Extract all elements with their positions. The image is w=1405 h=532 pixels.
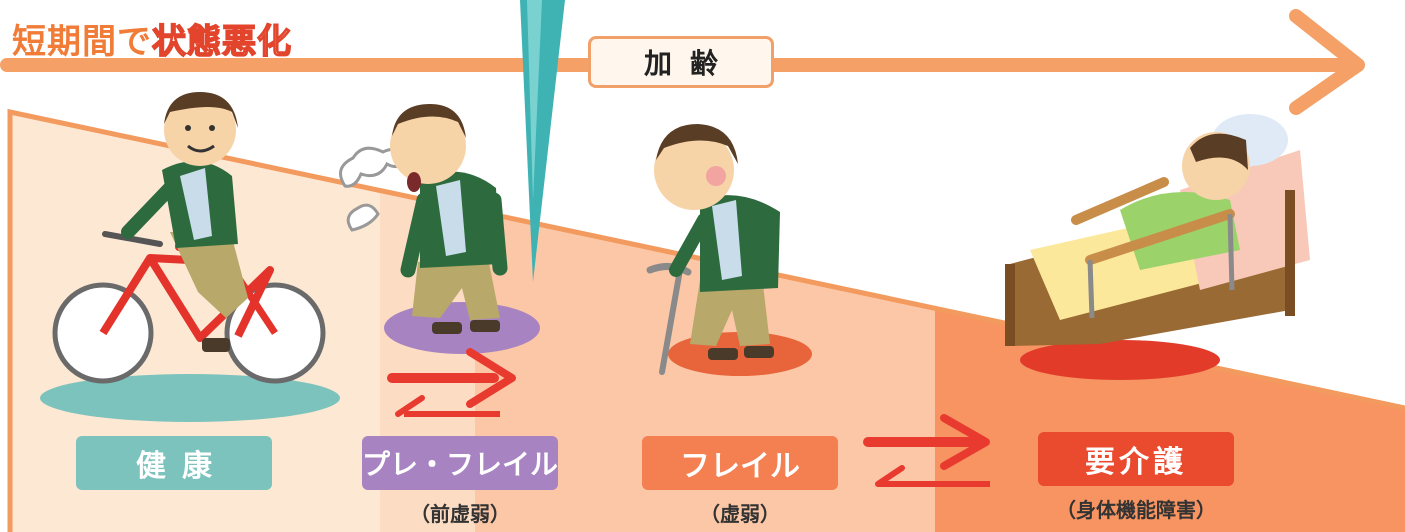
man-riding-bicycle bbox=[40, 92, 340, 422]
man-out-of-breath bbox=[339, 104, 540, 354]
headline: 短期間で状態悪化 bbox=[12, 14, 292, 63]
headline-lead: 短期間で bbox=[12, 22, 152, 62]
stage-prefrail-label: プレ・フレイル bbox=[362, 436, 558, 490]
stage-prefrail-sublabel: （前虚弱） bbox=[410, 502, 510, 526]
stage-frail-label: フレイル bbox=[642, 436, 838, 490]
man-in-care-bed bbox=[1005, 114, 1310, 380]
aging-label: 加齢 bbox=[588, 36, 774, 88]
transition-arrows-care bbox=[863, 414, 990, 487]
wedge-outline bbox=[7, 108, 1405, 532]
man-with-cane bbox=[646, 124, 812, 376]
stage-healthy-label: 健康 bbox=[76, 436, 272, 490]
stage-frail-sublabel: （虚弱） bbox=[700, 502, 780, 526]
headline-accent: 状態悪化 bbox=[151, 21, 292, 63]
transition-arrows-prefrail bbox=[387, 348, 516, 417]
stage-care-sublabel: （身体機能障害） bbox=[1056, 498, 1216, 522]
stage-care-label: 要介護 bbox=[1038, 432, 1234, 486]
